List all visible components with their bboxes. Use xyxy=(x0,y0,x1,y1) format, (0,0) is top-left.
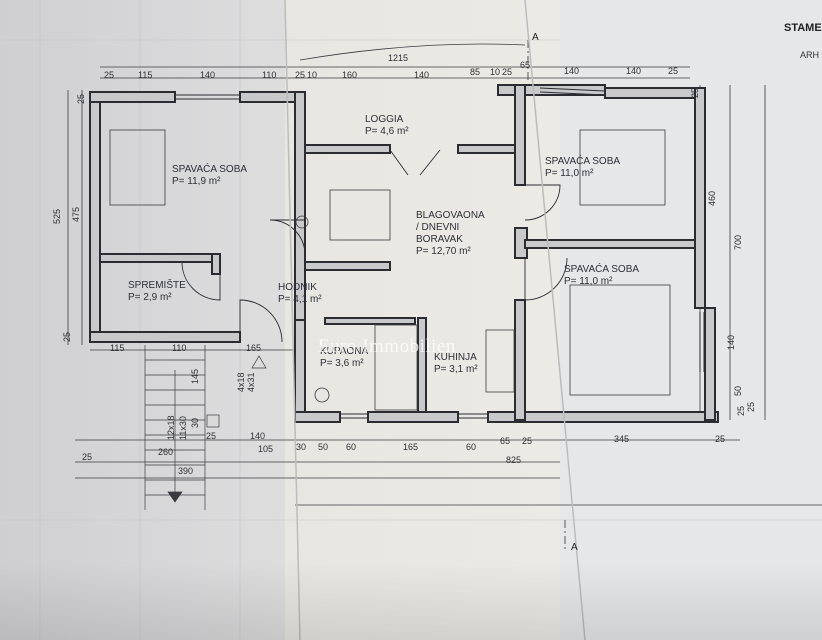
dim-right: 140 xyxy=(726,334,736,350)
dim-stairs: 4x18 xyxy=(236,372,246,392)
dim-bottom: 260 xyxy=(158,447,174,457)
dim-top: 115 xyxy=(138,70,153,80)
room-area: P= 2,9 m² xyxy=(128,292,172,303)
dim-top: 25 xyxy=(104,70,115,80)
dim-top-total: 1215 xyxy=(388,53,409,63)
dim-top: 85 xyxy=(470,67,481,77)
dim-right: 700 xyxy=(733,234,743,250)
dim-bottom: 25 xyxy=(82,452,93,462)
dim-bottom: 345 xyxy=(614,434,630,444)
dim-left: 25 xyxy=(76,93,86,104)
room-area: P= 11,0 m² xyxy=(545,168,594,179)
dim-bottom: 25 xyxy=(522,436,533,446)
dim-right: 25 xyxy=(736,405,746,416)
dim-right: 50 xyxy=(733,385,743,396)
room-name: KUHINJA xyxy=(434,352,477,363)
dim-bottom: 825 xyxy=(506,455,522,465)
sheet-subtitle: ARH xyxy=(800,50,820,60)
dim-top: 110 xyxy=(262,70,277,80)
dim-bottom: 30 xyxy=(296,442,307,452)
paper-edges xyxy=(284,0,586,640)
room-area: P= 4,1 m² xyxy=(278,294,322,305)
dim-top: 140 xyxy=(414,70,430,80)
paper-shadow xyxy=(0,560,822,640)
walls xyxy=(89,84,719,423)
room-name: SPAVAĆA SOBA xyxy=(545,156,621,167)
dim-left: 475 xyxy=(71,206,81,222)
room-name: SPAVAĆA SOBA xyxy=(172,164,248,175)
dim-top: 140 xyxy=(626,66,642,76)
dim-stairs: 30 xyxy=(190,417,200,428)
sheet-title: STAME xyxy=(784,22,822,34)
room-area: P= 3,1 m² xyxy=(434,364,478,375)
dim-stairs: 12x18 xyxy=(166,415,176,440)
dim-top: 10 xyxy=(490,67,501,77)
dim-right: 25 xyxy=(746,401,756,412)
room-area: P= 3,6 m² xyxy=(320,358,364,369)
dim-top: 65 xyxy=(520,60,531,70)
section-line xyxy=(527,40,566,550)
dim-top: 25 xyxy=(502,67,513,77)
dim-right: 460 xyxy=(707,190,717,206)
dim-left: 25 xyxy=(62,331,72,342)
room-name: BLAGOVAONA xyxy=(416,210,485,221)
dim-bottom: 25 xyxy=(206,431,217,441)
room-area: P= 11,9 m² xyxy=(172,176,221,187)
dim-bottom: 140 xyxy=(250,431,266,441)
room-name: HODNIK xyxy=(278,282,317,293)
dim-right: 25 xyxy=(690,87,700,98)
dim-top: 25 xyxy=(295,70,306,80)
section-mark-bottom: A xyxy=(571,542,578,553)
dim-bottom: 115 xyxy=(110,343,125,353)
room-name: LOGGIA xyxy=(365,114,404,125)
dim-left: 525 xyxy=(52,208,62,224)
paper-sheet-left xyxy=(0,0,300,640)
dim-bottom: 65 xyxy=(500,436,511,446)
dim-bottom: 390 xyxy=(178,466,194,476)
dim-bottom: 110 xyxy=(172,343,187,353)
room-area: P= 12,70 m² xyxy=(416,246,471,257)
dim-bottom: 60 xyxy=(466,442,477,452)
paper-sheet-right xyxy=(560,0,822,640)
room-name: SPAVAĆA SOBA xyxy=(564,264,640,275)
dim-stairs: 145 xyxy=(190,368,200,384)
room-area: P= 4,6 m² xyxy=(365,126,409,137)
dim-bottom: 25 xyxy=(715,434,726,444)
dim-top: 160 xyxy=(342,70,358,80)
room-area: P= 11,0 m² xyxy=(564,276,613,287)
watermark-text: Euro Immobilien xyxy=(318,336,456,357)
dim-top: 140 xyxy=(200,70,216,80)
dim-top: 10 xyxy=(307,70,318,80)
dim-top: 140 xyxy=(564,66,580,76)
furniture xyxy=(109,129,671,411)
dim-top: 25 xyxy=(668,66,679,76)
stairs xyxy=(144,345,267,510)
room-name: KUPAONA xyxy=(320,346,369,357)
room-name-line3: BORAVAK xyxy=(416,234,463,245)
dim-bottom: 50 xyxy=(318,442,329,452)
dim-stairs: 4x31 xyxy=(246,372,256,392)
dim-bottom: 60 xyxy=(346,442,357,452)
dim-bottom: 105 xyxy=(258,444,274,454)
room-name-line2: / DNEVNI xyxy=(416,222,460,233)
room-name: SPREMIŠTE xyxy=(128,280,186,291)
dim-stairs: 11x30 xyxy=(178,416,188,440)
dim-bottom: 165 xyxy=(403,442,419,452)
dim-bottom: 165 xyxy=(246,343,262,353)
section-mark-top: A xyxy=(532,32,539,43)
windows xyxy=(175,87,705,419)
